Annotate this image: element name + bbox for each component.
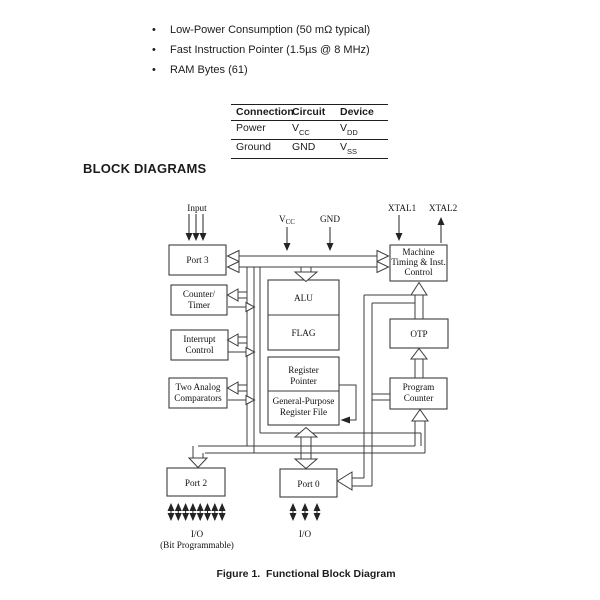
label-analog: Comparators bbox=[174, 393, 222, 403]
diagram-labels: Input VCC GND XTAL1 XTAL2 Port 3 Counter… bbox=[160, 203, 457, 550]
cell-device: VDD bbox=[340, 122, 358, 138]
cell-circuit: GND bbox=[292, 141, 316, 154]
table-row: Ground GND VSS bbox=[231, 140, 388, 158]
figure-caption: Figure 1. Functional Block Diagram bbox=[216, 568, 396, 580]
pin-arrows bbox=[185, 214, 445, 251]
col-header-connection: Connection bbox=[236, 106, 294, 118]
section-heading: BLOCK DIAGRAMS bbox=[83, 161, 207, 176]
pin-label-input: Input bbox=[187, 203, 207, 213]
cell-connection: Power bbox=[236, 122, 266, 134]
bullet-text: Fast Instruction Pointer (1.5µs @ 8 MHz) bbox=[170, 44, 370, 56]
label-gp-register-file: Register File bbox=[280, 407, 327, 417]
bullet-icon: • bbox=[152, 24, 156, 36]
block-interrupt-control bbox=[170, 329, 229, 361]
feature-bullet-list: • Low-Power Consumption (50 mΩ typical) … bbox=[145, 20, 425, 80]
label-flag: FLAG bbox=[292, 328, 316, 338]
port0-io-arrows bbox=[289, 503, 321, 521]
bullet-icon: • bbox=[152, 64, 156, 76]
bullet-icon: • bbox=[152, 44, 156, 56]
label-port3: Port 3 bbox=[186, 255, 209, 265]
label-port2-note: (Bit Programmable) bbox=[160, 540, 234, 550]
pin-label-xtal1: XTAL1 bbox=[388, 203, 417, 213]
label-register-pointer: Pointer bbox=[290, 376, 317, 386]
block-port2 bbox=[166, 467, 226, 497]
label-otp: OTP bbox=[410, 329, 427, 339]
open-arrowheads bbox=[187, 249, 429, 491]
col-header-device: Device bbox=[340, 106, 374, 118]
label-alu: ALU bbox=[294, 293, 313, 303]
block-counter-timer bbox=[170, 284, 228, 316]
connection-table: Connection Circuit Device Power VCC VDD … bbox=[231, 104, 388, 160]
pin-label-vcc: VCC bbox=[279, 214, 295, 226]
block-program-counter bbox=[389, 377, 448, 410]
functional-block-diagram: Input VCC GND XTAL1 XTAL2 Port 3 Counter… bbox=[160, 203, 457, 550]
cell-connection: Ground bbox=[236, 141, 272, 154]
label-interrupt: Control bbox=[185, 345, 214, 355]
label-port0-io: I/O bbox=[299, 529, 312, 539]
label-gp-register-file: General-Purpose bbox=[273, 396, 335, 406]
label-port2-io: I/O bbox=[191, 529, 204, 539]
cell-circuit: VCC bbox=[292, 122, 310, 138]
bullet-item: • Fast Instruction Pointer (1.5µs @ 8 MH… bbox=[145, 40, 425, 60]
label-machine-timing: Machine bbox=[402, 247, 434, 257]
col-header-circuit: Circuit bbox=[292, 106, 326, 118]
label-port0: Port 0 bbox=[297, 479, 320, 489]
bullet-text: Low-Power Consumption (50 mΩ typical) bbox=[170, 24, 371, 36]
label-program-counter: Counter bbox=[404, 393, 434, 403]
cell-device: VSS bbox=[340, 141, 358, 157]
block-analog-comparators bbox=[168, 377, 228, 409]
label-analog: Two Analog bbox=[175, 382, 220, 392]
table-row: Power VCC VDD bbox=[231, 121, 388, 141]
label-machine-timing: Control bbox=[404, 267, 433, 277]
block-port0 bbox=[279, 468, 338, 498]
port2-io-arrows bbox=[167, 503, 226, 521]
label-program-counter: Program bbox=[403, 382, 435, 392]
block-machine-timing bbox=[389, 244, 448, 282]
block-port3 bbox=[168, 244, 227, 276]
label-counter-timer: Counter/ bbox=[183, 289, 216, 299]
label-register-pointer: Register bbox=[288, 365, 319, 375]
bullet-item: • RAM Bytes (61) bbox=[145, 60, 425, 80]
pin-label-xtal2: XTAL2 bbox=[429, 203, 458, 213]
pin-label-gnd: GND bbox=[320, 214, 340, 224]
label-machine-timing: Timing & Inst. bbox=[391, 257, 446, 267]
table-header-row: Connection Circuit Device bbox=[231, 105, 388, 121]
bullet-item: • Low-Power Consumption (50 mΩ typical) bbox=[145, 20, 425, 40]
bullet-text: RAM Bytes (61) bbox=[170, 64, 248, 76]
label-interrupt: Interrupt bbox=[183, 334, 216, 344]
label-counter-timer: Timer bbox=[188, 300, 210, 310]
diagram-wires bbox=[192, 255, 426, 487]
label-port2: Port 2 bbox=[185, 478, 208, 488]
diagram-blocks bbox=[166, 244, 449, 498]
